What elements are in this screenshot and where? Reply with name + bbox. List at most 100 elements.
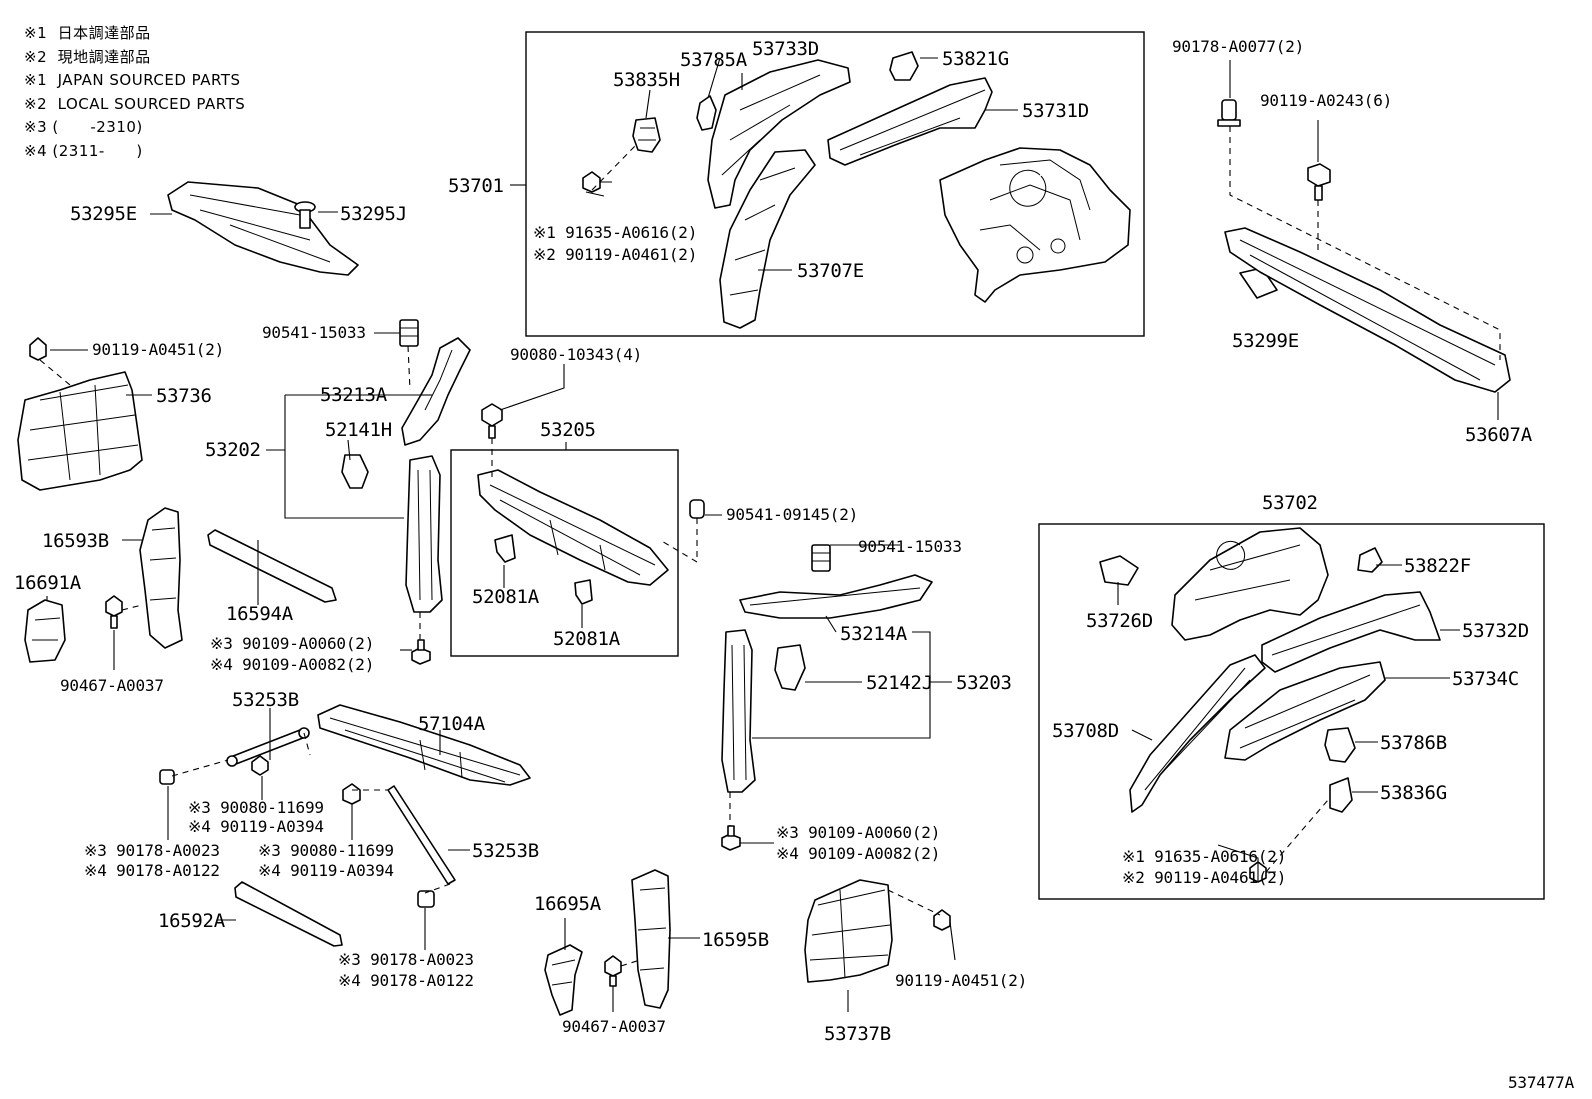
label-57104A: 57104A [418, 713, 486, 735]
label-90080-11699-a: ※3 90080-11699 [188, 798, 324, 817]
label-53835H: 53835H [613, 69, 680, 91]
legend: ※1 日本調達部品 ※2 現地調達部品 ※1 JAPAN SOURCED PAR… [24, 22, 245, 163]
part-53707E-shape [719, 149, 816, 329]
label-53253B-top: 53253B [232, 689, 299, 711]
label-90119-A0451-right: 90119-A0451(2) [895, 971, 1027, 990]
group-box-53702 [1038, 523, 1545, 900]
part-53253B-bottom-shape [387, 785, 456, 885]
nut-90178-A0077 [1217, 99, 1241, 127]
nut-90178-b [417, 890, 435, 908]
label-90541-15033-b: 90541-15033 [858, 537, 962, 556]
part-53822F-shape [1357, 547, 1383, 573]
label-91635-top: ※1 91635-A0616(2) [533, 223, 697, 242]
part-53732D-shape [1261, 591, 1441, 673]
legend-line-5: ※3 ( -2310) [24, 118, 143, 136]
label-53213A: 53213A [320, 384, 388, 406]
label-90119-A0394-b: ※4 90119-A0394 [258, 861, 394, 880]
part-53737B-shape [804, 879, 893, 983]
label-16691A: 16691A [14, 572, 82, 594]
part-53205-shape [477, 469, 669, 586]
label-90541-15033-a: 90541-15033 [262, 323, 366, 342]
label-90109-A0060-b: ※3 90109-A0060(2) [776, 823, 940, 842]
label-53299E: 53299E [1232, 330, 1299, 352]
label-52142J: 52142J [866, 672, 933, 694]
label-16594A: 16594A [226, 603, 294, 625]
label-53702: 53702 [1262, 492, 1318, 514]
label-90119-A0243: 90119-A0243(6) [1260, 91, 1392, 110]
legend-line-1: ※1 日本調達部品 [24, 24, 151, 42]
label-90467-A0037-left: 90467-A0037 [60, 676, 164, 695]
label-90080-10343: 90080-10343(4) [510, 345, 642, 364]
bolt-90467-A0037-left [105, 595, 123, 629]
part-16593B-shape [139, 507, 183, 649]
label-52081A-2: 52081A [553, 628, 621, 650]
label-90178-A0122-b: ※4 90178-A0122 [338, 971, 474, 990]
label-16593B: 16593B [42, 530, 109, 552]
label-53786B: 53786B [1380, 732, 1447, 754]
part-16592A-shape [234, 881, 343, 947]
part-53213A-shape [401, 337, 471, 446]
part-53607A-shape [1224, 227, 1511, 393]
part-16695A-shape [544, 944, 583, 1016]
dashed-lines [39, 126, 1501, 967]
part-16691A-shape [24, 599, 66, 663]
label-53733D: 53733D [752, 38, 819, 60]
bolt-90119-A0451-left [29, 337, 47, 361]
label-90109-A0060-a: ※3 90109-A0060(2) [210, 634, 374, 653]
label-90119-A0451-left: 90119-A0451(2) [92, 340, 224, 359]
part-57104A-shape [317, 704, 531, 786]
label-53701: 53701 [448, 175, 504, 197]
label-91635-bottom: ※1 91635-A0616(2) [1122, 847, 1286, 866]
nut-90178-a [159, 769, 175, 785]
part-53701-shape [939, 147, 1131, 303]
label-90109-A0082-b: ※4 90109-A0082(2) [776, 844, 940, 863]
bolt-90119-A0243 [1307, 163, 1331, 201]
label-90119-A0394-a: ※4 90119-A0394 [188, 817, 324, 836]
bolt-90119-A0451-right [933, 909, 951, 931]
part-53731D-shape [827, 77, 993, 166]
label-53295J: 53295J [340, 203, 407, 225]
label-16592A: 16592A [158, 910, 226, 932]
label-90178-A0122-a: ※4 90178-A0122 [84, 861, 220, 880]
label-53707E: 53707E [797, 260, 864, 282]
part-53736-shape [17, 371, 143, 491]
part-53203-shape [721, 629, 756, 793]
group-box-53205 [450, 449, 679, 657]
part-53295E-shape [167, 181, 359, 276]
part-16594A-shape [207, 529, 337, 603]
bolt-91635-top [582, 171, 612, 193]
part-53835H-shape [632, 117, 661, 153]
legend-line-6: ※4 (2311- ) [24, 141, 143, 160]
part-53253B-top-shape [226, 727, 310, 767]
label-90178-A0023-a: ※3 90178-A0023 [84, 841, 220, 860]
cushion-90541-15033-b [811, 544, 831, 572]
label-90178-A0077: 90178-A0077(2) [1172, 37, 1304, 56]
part-53295J-shape [294, 201, 316, 229]
label-52141H: 52141H [325, 419, 392, 441]
label-53253B-bottom: 53253B [472, 840, 539, 862]
part-53785A-shape [696, 95, 717, 131]
cushion-90541-09145 [689, 499, 705, 519]
bolt-90080-11699-b [342, 783, 361, 805]
bolt-90080-10343 [481, 403, 503, 439]
part-53733D-shape [707, 59, 851, 209]
part-53786B-shape [1324, 727, 1356, 763]
part-53836G-shape [1329, 777, 1353, 813]
bolt-90109-b [721, 825, 741, 851]
part-52081A-2-shape [574, 579, 593, 605]
part-53214A-shape [739, 574, 933, 619]
diagram-id: 537477A [1508, 1073, 1575, 1092]
leader-lines [46, 57, 1499, 1012]
part-16595B-shape [631, 869, 671, 1009]
label-53205: 53205 [540, 419, 596, 441]
part-52141H-shape [341, 454, 369, 489]
label-53734C: 53734C [1452, 668, 1519, 690]
label-53214A: 53214A [840, 623, 908, 645]
label-53295E: 53295E [70, 203, 137, 225]
label-53708D: 53708D [1052, 720, 1119, 742]
label-52081A-1: 52081A [472, 586, 540, 608]
label-90178-A0023-b: ※3 90178-A0023 [338, 950, 474, 969]
part-52081A-1-shape [494, 534, 516, 563]
label-53737B: 53737B [824, 1023, 891, 1045]
label-90541-09145: 90541-09145(2) [726, 505, 858, 524]
